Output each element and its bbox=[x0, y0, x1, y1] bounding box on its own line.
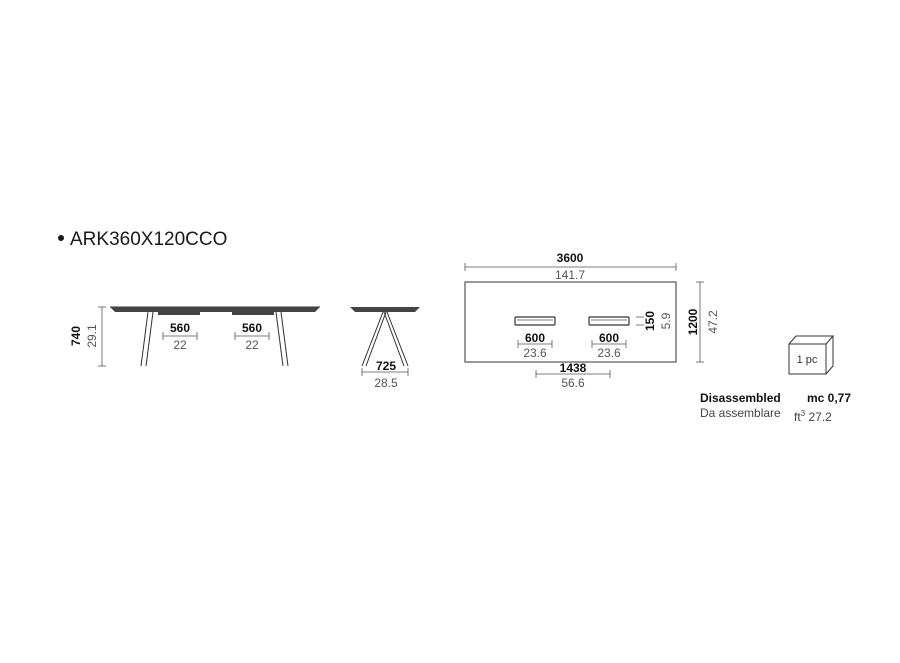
end-leg-right-outer bbox=[386, 311, 409, 367]
top-slot-left-in: 23.6 bbox=[523, 346, 547, 360]
volume-imperial-exp: 3 bbox=[800, 409, 806, 418]
end-leg-left-inner bbox=[365, 311, 387, 367]
product-code: ARK360X120CCO bbox=[58, 229, 227, 251]
bullet-icon bbox=[58, 234, 64, 241]
end-tabletop bbox=[350, 307, 420, 312]
disassembled-label-it: Da assemblare bbox=[700, 406, 781, 420]
volume-imperial-value: 27.2 bbox=[808, 410, 832, 424]
end-span-mm: 725 bbox=[376, 359, 396, 373]
package-pieces-label: 1 pc bbox=[797, 354, 818, 366]
side-cable-tray-right bbox=[232, 312, 274, 315]
top-slot-left-mm: 600 bbox=[525, 331, 545, 345]
volume-imperial: ft3 27.2 bbox=[794, 406, 832, 425]
package-box-icon: 1 pc bbox=[788, 335, 835, 375]
product-code-text: ARK360X120CCO bbox=[70, 229, 228, 250]
package-info: Disassembled mc 0,77 Da assemblare ft3 2… bbox=[700, 391, 851, 424]
end-span-in: 28.5 bbox=[374, 376, 398, 390]
top-slot-depth-mm: 150 bbox=[643, 311, 657, 331]
top-slot-right-mm: 600 bbox=[599, 331, 619, 345]
top-length-mm: 3600 bbox=[557, 251, 584, 265]
side-slot-right-mm: 560 bbox=[242, 321, 262, 335]
side-slot-left-in: 22 bbox=[173, 338, 187, 352]
side-height-in: 29.1 bbox=[85, 324, 99, 348]
side-leg-right-outer bbox=[280, 311, 289, 367]
top-slot-right-in: 23.6 bbox=[597, 346, 621, 360]
top-tabletop-outline bbox=[464, 281, 677, 363]
side-slot-left-mm: 560 bbox=[170, 321, 190, 335]
package-row-en: Disassembled mc 0,77 bbox=[700, 391, 851, 406]
side-view: 740 29.1 560 22 560 22 bbox=[69, 306, 320, 367]
top-width-in: 47.2 bbox=[706, 310, 720, 334]
side-height-mm: 740 bbox=[69, 326, 83, 346]
end-leg-right-inner bbox=[383, 311, 405, 367]
disassembled-label: Disassembled bbox=[700, 391, 781, 405]
top-length-in: 141.7 bbox=[555, 268, 585, 282]
side-leg-left-outer bbox=[140, 311, 149, 367]
end-view: 725 28.5 bbox=[350, 307, 420, 390]
package-box-front bbox=[788, 343, 827, 375]
top-view: 3600 141.7 1200 47.2 150 5.9 600 23.6 60… bbox=[464, 251, 720, 390]
side-cable-tray-left bbox=[158, 312, 200, 315]
end-leg-left-outer bbox=[361, 311, 384, 367]
side-slot-right-in: 22 bbox=[245, 338, 259, 352]
top-slot-left bbox=[514, 316, 556, 326]
volume-metric: mc 0,77 bbox=[807, 391, 852, 405]
top-slot-spacing-mm: 1438 bbox=[560, 361, 587, 375]
top-slot-right bbox=[588, 316, 630, 326]
top-slot-depth-in: 5.9 bbox=[659, 312, 673, 329]
top-slot-spacing-in: 56.6 bbox=[561, 376, 585, 390]
package-box-top bbox=[788, 335, 835, 345]
package-row-it: Da assemblare ft3 27.2 bbox=[700, 406, 832, 424]
side-leg-left-inner bbox=[145, 311, 154, 367]
side-tabletop bbox=[110, 307, 320, 312]
top-width-mm: 1200 bbox=[686, 308, 700, 335]
package-box-side bbox=[825, 336, 834, 375]
volume-imperial-unit: ft bbox=[794, 410, 801, 424]
side-leg-right-inner bbox=[275, 311, 284, 367]
